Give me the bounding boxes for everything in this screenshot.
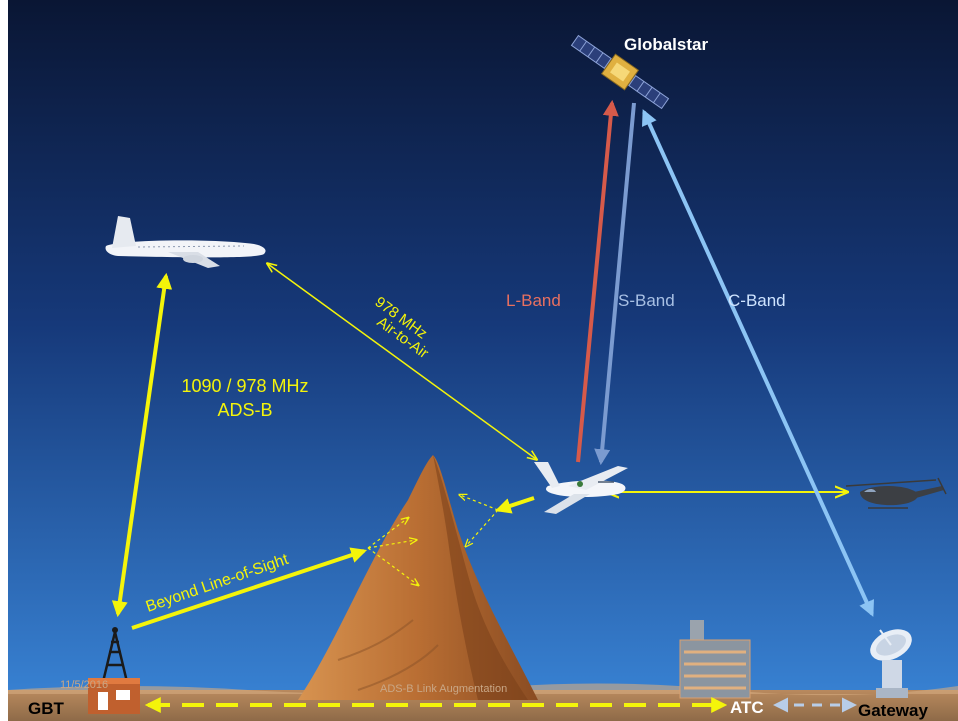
l-band-arrow bbox=[576, 99, 619, 463]
satellite-icon bbox=[570, 34, 670, 110]
small-plane-icon bbox=[534, 462, 628, 514]
helicopter-icon bbox=[845, 477, 947, 509]
s-band-label: S-Band bbox=[618, 291, 675, 310]
diagram-stage: Globalstar L-Band S-Band C-Band 978 MHz … bbox=[8, 0, 958, 721]
dish-antenna-icon bbox=[870, 629, 912, 698]
footer-caption: ADS-B Link Augmentation bbox=[380, 683, 507, 695]
footer-date: 11/5/2016 bbox=[60, 679, 108, 691]
satellite-label: Globalstar bbox=[624, 35, 708, 54]
gateway-label: Gateway bbox=[858, 701, 928, 720]
c-band-label: C-Band bbox=[728, 291, 786, 310]
atc-label: ATC bbox=[730, 698, 764, 717]
gbt-label: GBT bbox=[28, 699, 65, 718]
beyond-los-arrow bbox=[131, 547, 368, 630]
peak-scatter-arrows bbox=[367, 495, 499, 585]
diagram-canvas: Globalstar L-Band S-Band C-Band 978 MHz … bbox=[8, 0, 958, 721]
airliner-icon bbox=[105, 216, 266, 268]
tower-icon bbox=[88, 627, 140, 714]
air-to-air-link-arrow bbox=[268, 264, 536, 459]
l-band-label: L-Band bbox=[506, 291, 561, 310]
adsb-link-arrow bbox=[111, 272, 173, 618]
s-band-arrow bbox=[594, 102, 636, 466]
mountain-icon bbox=[298, 455, 538, 700]
plane-to-mountain-arrow bbox=[494, 496, 535, 514]
adsb-freq-label: 1090 / 978 MHz bbox=[181, 376, 308, 396]
c-band-arrow bbox=[642, 109, 874, 617]
atc-building-icon bbox=[679, 620, 751, 699]
adsb-mode-label: ADS-B bbox=[217, 400, 272, 420]
